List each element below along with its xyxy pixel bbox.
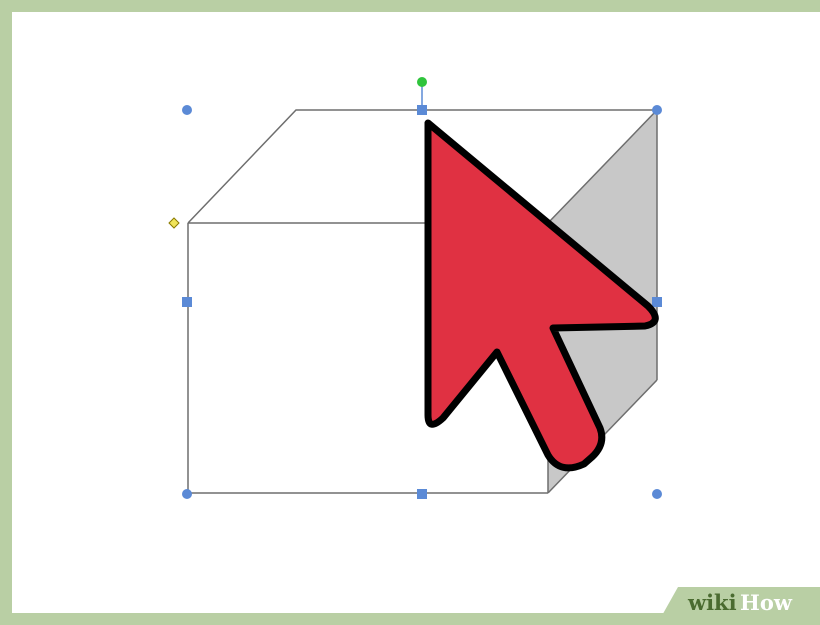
handle-top-left[interactable] (182, 105, 192, 115)
wikihow-watermark: wiki How (660, 587, 820, 619)
handle-bottom-right[interactable] (652, 489, 662, 499)
handle-left-middle[interactable] (182, 297, 192, 307)
handle-top-middle[interactable] (417, 105, 427, 115)
mouse-pointer-arrow-icon (424, 119, 659, 472)
handle-bottom-middle[interactable] (417, 489, 427, 499)
watermark-banner (660, 587, 820, 619)
handle-right-middle[interactable] (652, 297, 662, 307)
handle-top-right[interactable] (652, 105, 662, 115)
selection-handles[interactable] (182, 105, 662, 499)
watermark-wiki-text: wiki (687, 590, 737, 615)
watermark-how-text: How (740, 590, 793, 615)
cube-top-face[interactable] (188, 110, 657, 223)
adjust-handle[interactable] (168, 217, 180, 229)
rotation-handle[interactable] (417, 77, 427, 87)
handle-bottom-left[interactable] (182, 489, 192, 499)
